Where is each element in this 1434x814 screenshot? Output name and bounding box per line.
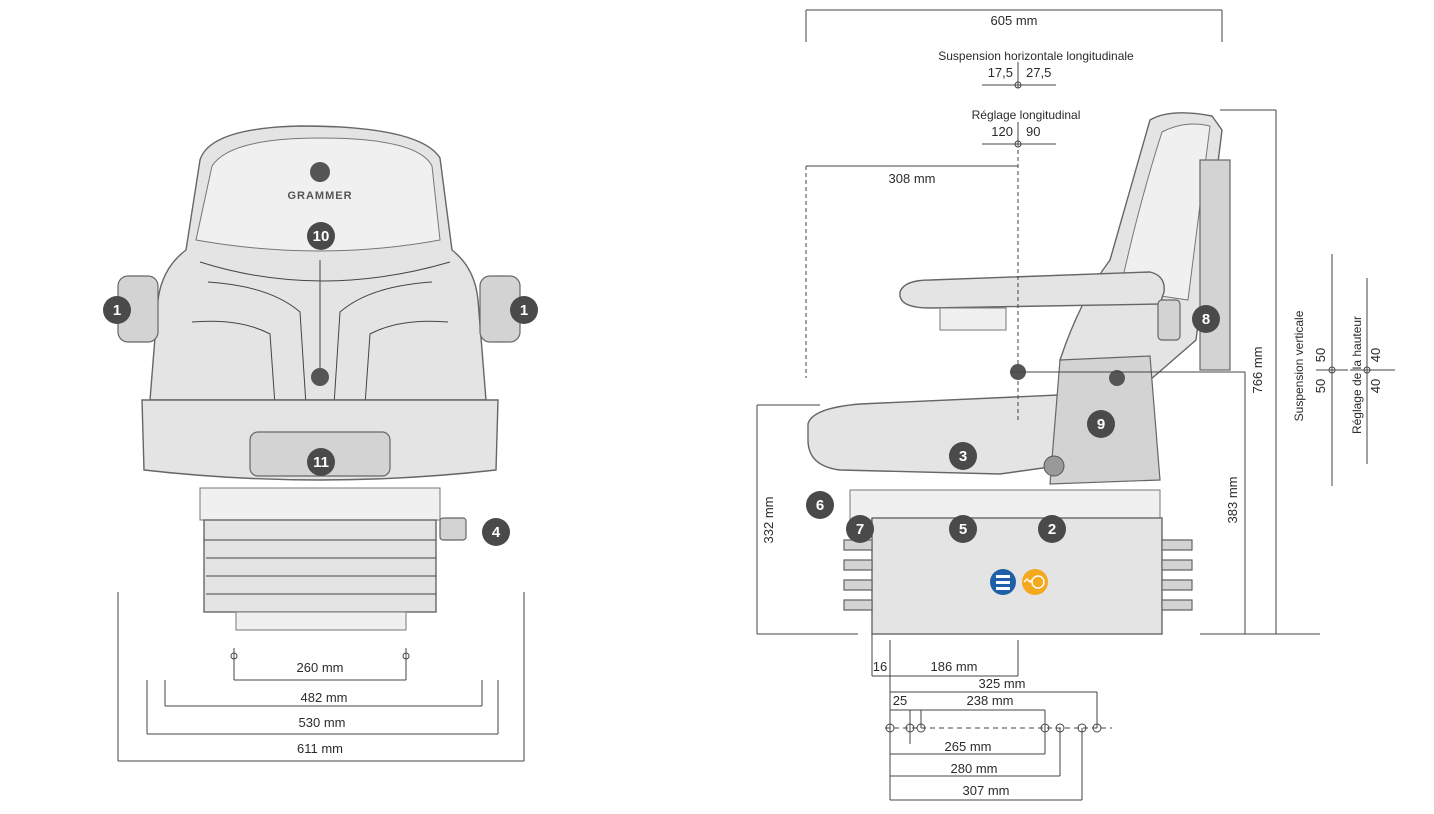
suspension-horizontal-rear: 27,5 [1026,65,1051,80]
callout-side-lever: 6 [806,491,834,519]
callout-center-handle: 5 [949,515,977,543]
callout-rear-handle: 2 [1038,515,1066,543]
vertical-suspension-up: 50 [1313,348,1328,362]
dim-238: 238 mm [967,693,1014,708]
dim-482: 482 mm [301,690,348,705]
callout-front-handle: 7 [846,515,874,543]
dim-530: 530 mm [299,715,346,730]
height-adjustment-up: 40 [1368,348,1383,362]
callout-backrest: 10 [307,222,335,250]
svg-text:1: 1 [520,302,528,319]
svg-text:8: 8 [1202,311,1210,328]
dim-325: 325 mm [979,676,1026,691]
svg-text:3: 3 [959,448,967,465]
comfort-option-icon [1022,569,1048,595]
svg-text:11: 11 [313,454,329,471]
dim-605: 605 mm [991,13,1038,28]
vertical-suspension-down: 50 [1313,379,1328,393]
vertical-suspension-title: Suspension verticale [1292,310,1306,421]
front-dimension-lines [117,592,525,762]
svg-text:1: 1 [113,302,121,319]
suspension-horizontal-front: 17,5 [988,65,1013,80]
suspension-type-icon [990,569,1016,595]
side-view-seat-drawing [807,112,1231,635]
suspension-horizontal-title: Suspension horizontale longitudinale [938,49,1134,63]
dim-25: 25 [893,693,907,708]
dim-265: 265 mm [945,739,992,754]
svg-text:6: 6 [816,497,824,514]
dim-260: 260 mm [297,660,344,675]
front-view-logo [310,162,330,386]
height-adjustment-down: 40 [1368,379,1383,393]
dim-383: 383 mm [1225,477,1240,524]
callout-cushion: 11 [307,448,335,476]
callout-seat-depth: 3 [949,442,977,470]
callout-armrest-right: 1 [510,296,538,324]
longitudinal-adjustment-rear: 90 [1026,124,1040,139]
longitudinal-adjustment-front: 120 [991,124,1013,139]
dim-611: 611 mm [297,741,343,756]
side-dimension-lines [756,9,1395,801]
callout-base-lever: 4 [482,518,510,546]
callout-armrest-left: 1 [103,296,131,324]
svg-text:9: 9 [1097,416,1105,433]
dim-16: 16 [873,659,887,674]
svg-text:5: 5 [959,521,967,538]
callout-weight-adjustment: 9 [1087,410,1115,438]
svg-text:4: 4 [492,524,501,541]
dim-280: 280 mm [951,761,998,776]
svg-text:2: 2 [1048,521,1056,538]
dim-766: 766 mm [1250,347,1265,394]
front-view-seat-drawing [117,125,521,631]
dim-186: 186 mm [931,659,978,674]
height-adjustment-title: Réglage de la hauteur [1350,316,1364,434]
svg-text:7: 7 [856,521,864,538]
longitudinal-adjustment-title: Réglage longitudinal [972,108,1081,122]
backrest-brand-logo: GRAMMER [287,190,352,202]
svg-text:10: 10 [313,228,330,245]
callout-backrest-knob: 8 [1192,305,1220,333]
dim-308: 308 mm [889,171,936,186]
dim-332: 332 mm [761,497,776,544]
dim-307: 307 mm [963,783,1010,798]
